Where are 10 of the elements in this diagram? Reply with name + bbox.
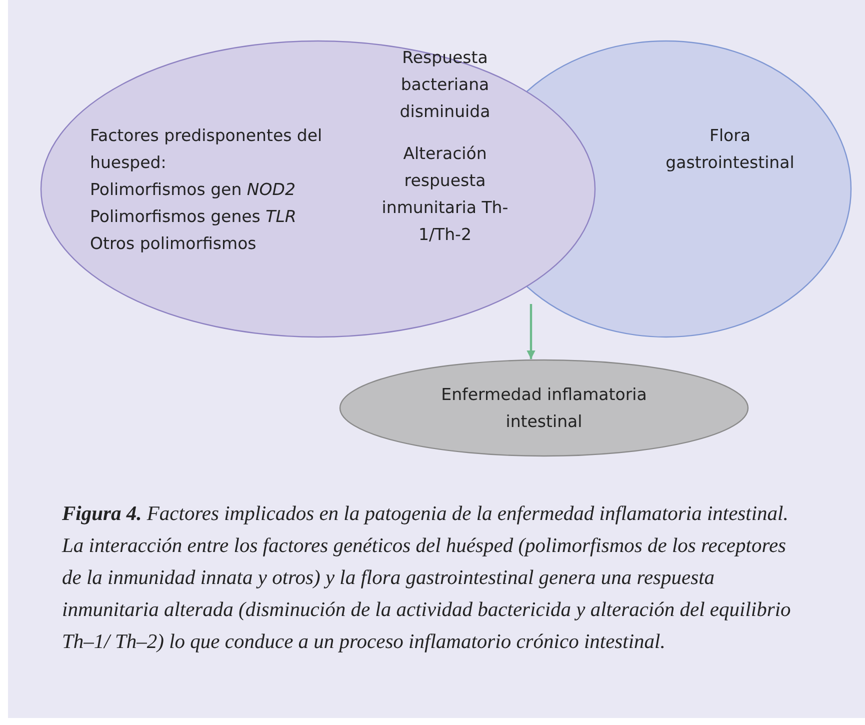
node-label: Flora gastrointestinal: [664, 125, 796, 174]
factor-item: Otros polimorfismos: [90, 233, 258, 255]
figure-caption: Figura 4. Factores implicados en la patogenia de la enfermedad inflamatoria intestinal. La interacción entre los factores genéticos del huésped (polimorfismos de los receptores de la inmunidad innata y otros) y la flora gastrointestinal genera una respuesta inmunitaria alterada (disminución de la actividad bactericida y alteración del equilibrio Th–1/ Th–2) lo que conduce a un proceso inflamatorio crónico intestinal.: [62, 502, 792, 655]
factor-heading: Factores predisponentes del huesped:: [90, 125, 324, 174]
overlap-label: Alteración respuesta inmunitaria Th-1/Th-2: [380, 143, 510, 246]
factor-item: Polimorfismos genes TLR: [90, 206, 298, 228]
factor-item: Polimorfismos gen NOD2: [90, 179, 296, 201]
arrow: [526, 304, 536, 360]
node-label: Enfermedad inflamatoria intestinal: [440, 384, 648, 433]
overlap-label: Respuesta bacteriana disminuida: [398, 47, 492, 123]
